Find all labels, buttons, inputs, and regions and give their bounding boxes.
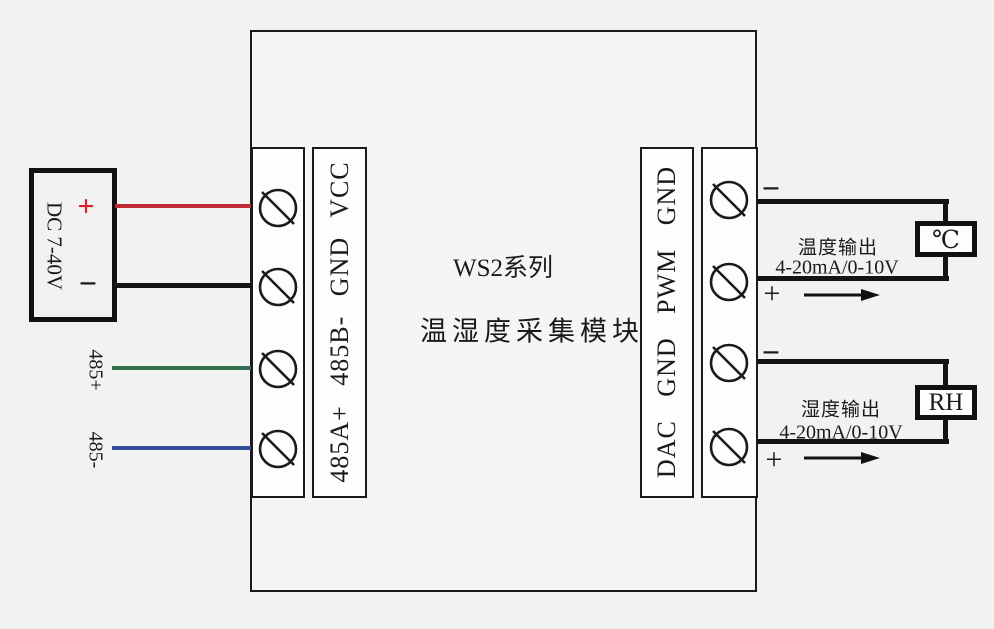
humidity-device-label: RH bbox=[928, 389, 964, 416]
humidity-output-range: 4-20mA/0-10V bbox=[779, 421, 903, 444]
humidity-device-box bbox=[915, 385, 977, 420]
screw-terminal-icon bbox=[256, 265, 300, 309]
screw-terminal-icon bbox=[707, 341, 751, 385]
humidity-output-title: 湿度输出 bbox=[800, 399, 882, 421]
screw-terminal-icon bbox=[707, 178, 751, 222]
humidity-wire-bottom bbox=[757, 439, 949, 444]
screw-terminal-icon bbox=[256, 186, 300, 230]
power-supply-box bbox=[29, 168, 117, 322]
left-terminal-labels: 485A+ 485B- GND VCC bbox=[325, 161, 354, 483]
rs485-positive-label: 485+ bbox=[84, 349, 107, 391]
wire-power-positive bbox=[115, 204, 251, 208]
right-screw-terminal-block bbox=[701, 147, 758, 498]
humidity-wire-top bbox=[757, 359, 949, 364]
temp-output-plus-sign: + bbox=[763, 277, 781, 310]
temp-device-label: ℃ bbox=[932, 227, 960, 254]
module-title: WS2系列 bbox=[452, 255, 554, 282]
right-terminal-label-strip bbox=[640, 147, 694, 498]
right-terminal-labels: DAC GND PWM GND bbox=[652, 165, 681, 479]
screw-terminal-icon bbox=[707, 260, 751, 304]
temp-output-minus-sign: − bbox=[761, 170, 781, 206]
humidity-wire-bottom-rise bbox=[943, 418, 948, 444]
temp-wire-bottom-rise bbox=[943, 255, 948, 281]
temp-device-box bbox=[915, 221, 977, 257]
temp-output-title: 温度输出 bbox=[797, 237, 879, 259]
wire-485-negative bbox=[112, 446, 251, 450]
humidity-flow-arrow-icon bbox=[801, 451, 883, 465]
temp-flow-arrow-icon bbox=[801, 288, 883, 302]
temp-wire-top-drop bbox=[943, 199, 948, 226]
screw-terminal-icon bbox=[256, 427, 300, 471]
humidity-output-plus-sign: + bbox=[765, 443, 783, 476]
left-terminal-label-strip bbox=[312, 147, 367, 498]
screw-terminal-icon bbox=[707, 425, 751, 469]
wire-power-negative bbox=[115, 283, 251, 288]
temp-wire-bottom bbox=[757, 276, 949, 281]
power-minus-sign: − bbox=[78, 265, 98, 301]
module-subtitle: 温湿度采集模块 bbox=[420, 316, 644, 347]
rs485-negative-label: 485- bbox=[84, 431, 107, 469]
screw-terminal-icon bbox=[256, 347, 300, 391]
humidity-wire-top-drop bbox=[943, 359, 948, 390]
wire-485-positive bbox=[112, 366, 251, 370]
temp-wire-top bbox=[757, 199, 949, 204]
power-plus-sign: + bbox=[77, 190, 95, 223]
power-supply-label: DC 7-40V bbox=[42, 201, 67, 291]
temp-output-range: 4-20mA/0-10V bbox=[775, 256, 899, 279]
